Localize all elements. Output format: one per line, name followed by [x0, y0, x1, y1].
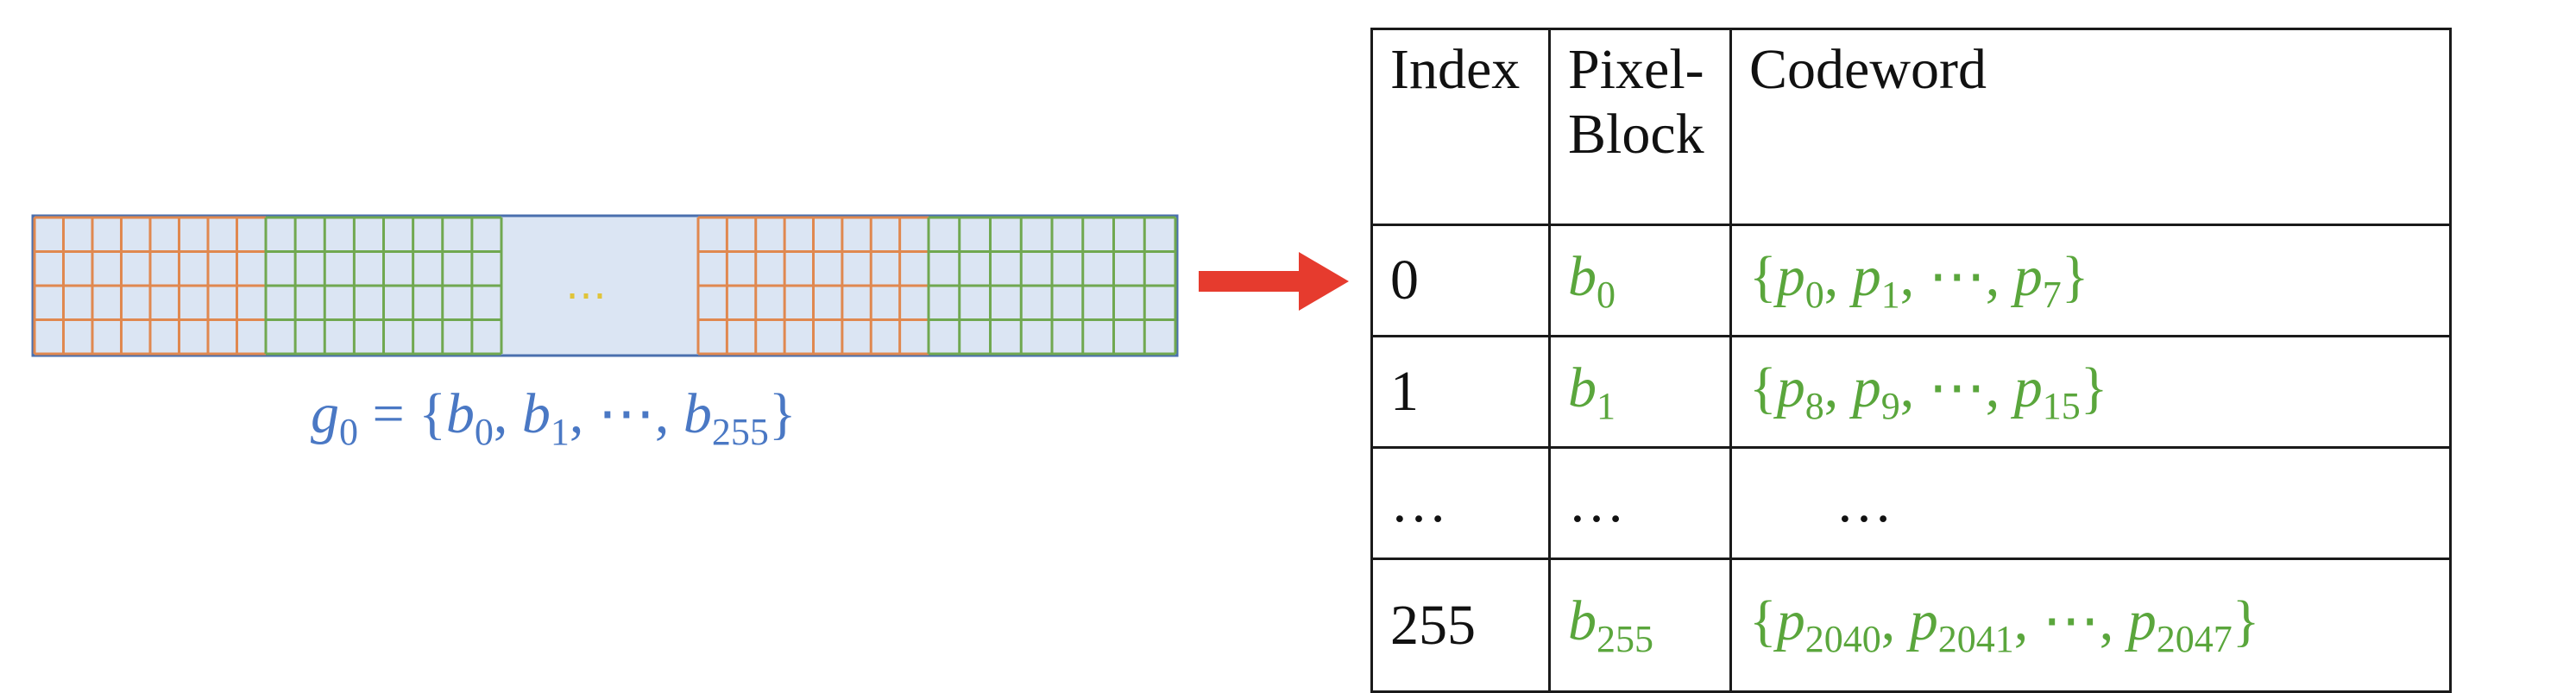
cell-codeword: {p0, p1, ⋯, p7} [1729, 224, 2452, 337]
formula-item-symbol: b [521, 382, 551, 445]
cell-block: b1 [1548, 335, 1732, 449]
cell-codeword: {p2040, p2041, ⋯, p2047} [1729, 558, 2452, 693]
formula-ellipsis: ⋯ [597, 382, 655, 445]
table-row: 255 b255 {p2040, p2041, ⋯, p2047} [1370, 558, 2452, 693]
cell-index: 0 [1370, 224, 1551, 337]
cell-codeword: … [1729, 446, 2452, 560]
cell-codeword: {p8, p9, ⋯, p15} [1729, 335, 2452, 449]
table-header-row: Index Pixel-Block Codeword [1370, 28, 2452, 226]
table-row: 0 b0 {p0, p1, ⋯, p7} [1370, 224, 2452, 337]
cell-index: … [1370, 446, 1551, 560]
cell-index: 255 [1370, 558, 1551, 693]
formula-close-brace: } [768, 382, 797, 445]
header-index: Index [1370, 28, 1551, 226]
codebook-table: Index Pixel-Block Codeword 0 b0 {p0, p1,… [1370, 28, 2452, 693]
header-pixel-block-line2: Block [1568, 103, 1704, 167]
pixel-group-strip: … [31, 214, 1179, 357]
table-row: 1 b1 {p8, p9, ⋯, p15} [1370, 335, 2452, 449]
strip-ellipsis: … [565, 261, 607, 309]
header-pixel-block: Pixel-Block [1548, 28, 1732, 226]
pixel-block [264, 216, 503, 356]
formula-lhs-subscript: 0 [339, 411, 358, 453]
group-definition-formula: g0 = {b0, b1, ⋯, b255} [311, 382, 797, 453]
formula-equals: = { [358, 382, 446, 445]
header-codeword: Codeword [1729, 28, 2452, 226]
pixel-block [927, 216, 1177, 356]
formula-item-symbol: b [445, 382, 475, 445]
header-pixel-block-line1: Pixel- [1568, 38, 1704, 101]
formula-item-symbol: b [683, 382, 712, 445]
formula-item-subscript: 255 [711, 411, 769, 453]
formula-item-subscript: 1 [550, 411, 570, 453]
right-arrow-icon [1199, 252, 1349, 311]
formula-lhs-symbol: g [311, 382, 339, 445]
cell-index: 1 [1370, 335, 1551, 449]
formula-item-subscript: 0 [474, 411, 494, 453]
cell-block: … [1548, 446, 1732, 560]
table-row: … … … [1370, 446, 2452, 560]
cell-block: b255 [1548, 558, 1732, 693]
cell-block: b0 [1548, 224, 1732, 337]
